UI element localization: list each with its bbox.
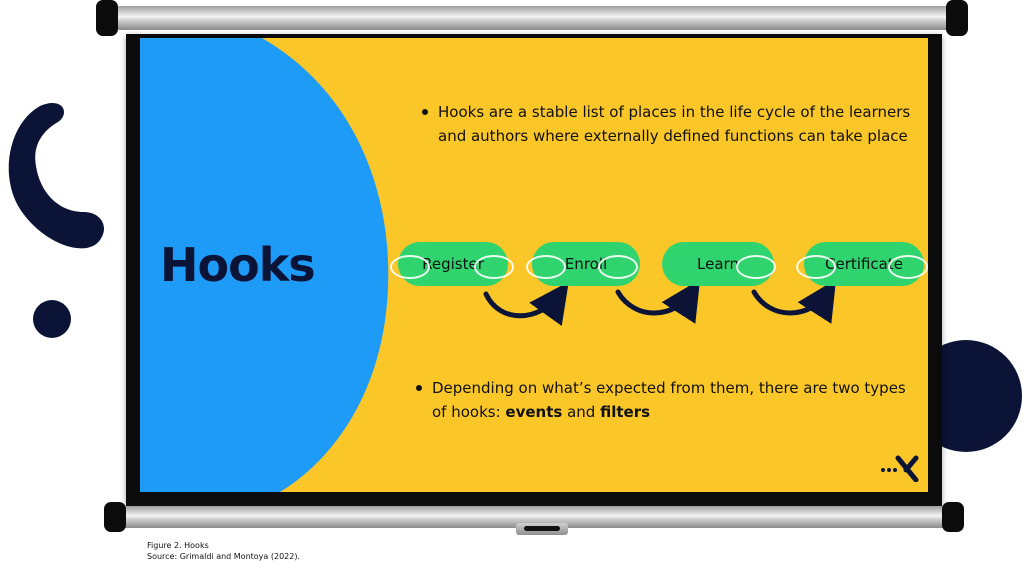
caption-title: Figure 2. Hooks [147, 541, 209, 550]
navy-small-dot [33, 300, 71, 338]
bottom-roller-cap-left [104, 502, 126, 532]
step-register: Register [390, 242, 514, 286]
bottom-roller-cap-right [942, 502, 964, 532]
term-events: events [505, 403, 563, 421]
step-label: Register [422, 255, 484, 273]
top-roller [116, 6, 952, 30]
open-edx-logo-icon [881, 455, 919, 482]
bullet-hook-types: Depending on what’s expected from them, … [416, 376, 912, 424]
top-roller-cap-right [946, 0, 968, 36]
step-label: Certificate [825, 255, 903, 273]
screen-pull-handle [516, 523, 568, 535]
hooks-flow: Register Enroll Learn Certificate [140, 38, 928, 492]
term-filters: filters [600, 403, 651, 421]
flow-arrows [483, 279, 837, 326]
blue-half-circle [140, 38, 389, 492]
step-label: Learn [697, 255, 739, 273]
caption-source: Source: Grimaldi and Montoya (2022). [147, 552, 301, 561]
step-enroll: Enroll [526, 242, 640, 286]
step-learn: Learn [662, 242, 776, 286]
slide-title: Hooks [160, 238, 316, 292]
step-label: Enroll [564, 255, 608, 273]
bottom-roller [116, 506, 952, 528]
figure-caption: Figure 2. Hooks Source: Grimaldi and Mon… [147, 540, 300, 562]
bullet-definition: Hooks are a stable list of places in the… [422, 100, 928, 148]
arrow-register-enroll [483, 281, 569, 326]
slide: Hooks Hooks are a stable list of places … [140, 38, 928, 492]
top-roller-cap-left [96, 0, 118, 36]
arrow-learn-certificate [751, 279, 837, 324]
arrow-enroll-learn [615, 279, 701, 324]
step-certificate: Certificate [796, 242, 928, 286]
navy-crescent-shape [8, 103, 105, 249]
